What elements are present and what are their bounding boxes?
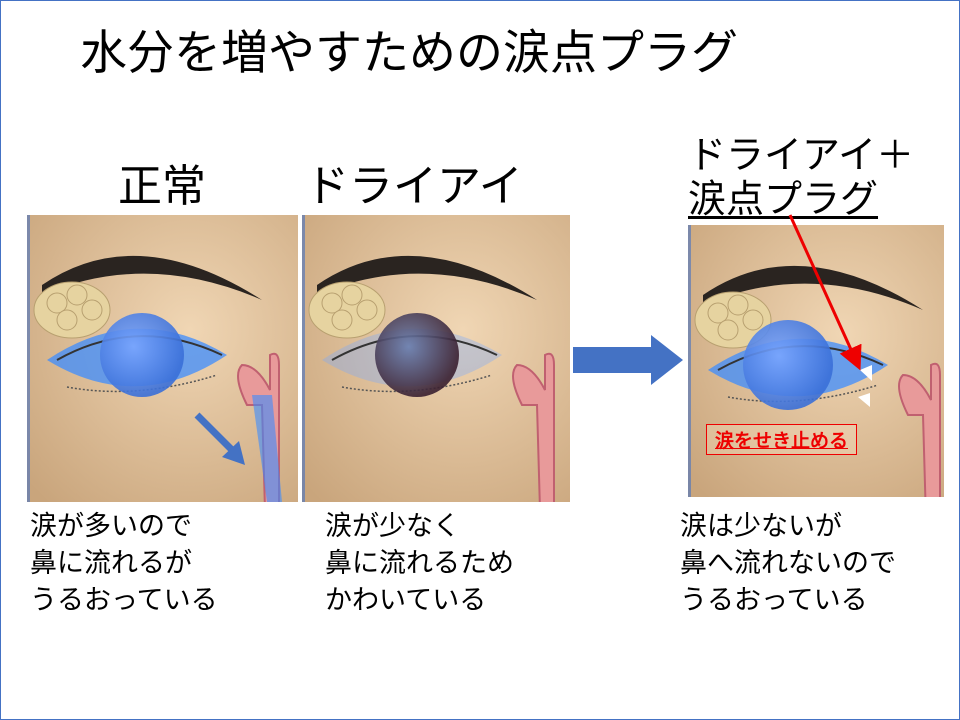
iris [375,313,459,397]
iris [743,320,833,410]
tear-duct [898,362,941,497]
eye-illustration-dry-eye [302,215,570,502]
callout-stop-tears: 涙をせき止める [706,424,858,455]
lacrimal-gland [33,281,111,339]
caption-line: 涙が多いので [30,511,192,542]
caption-line: 鼻に流れるが [30,548,192,579]
caption-line: 鼻へ流れないので [680,548,896,579]
heading-normal: 正常 [118,161,206,212]
right-arrow-icon [573,335,683,385]
heading-dry-eye-plus: ドライアイ＋ [688,133,915,177]
eyebrow [703,265,923,310]
eyebrow [42,255,262,300]
caption-dry-eye: 涙が少なく 鼻に流れるため かわいている [325,508,514,619]
iris [100,313,184,397]
lacrimal-gland [694,291,772,349]
heading-punctal-plug: 涙点プラグ [688,177,879,221]
heading-dry-eye: ドライアイ [305,161,523,212]
caption-line: かわいている [325,585,487,616]
caption-plug: 涙は少ないが 鼻へ流れないので うるおっている [680,508,896,619]
tear-duct [512,352,555,502]
caption-line: うるおっている [30,585,218,616]
eyebrow [317,255,537,300]
eye-illustration-normal [27,215,298,502]
caption-line: 涙が少なく [325,511,460,542]
lacrimal-gland [308,281,386,339]
caption-line: うるおっている [680,585,868,616]
slide-title: 水分を増やすための涙点プラグ [80,26,738,81]
caption-line: 涙は少ないが [680,511,842,542]
eye-illustration-plug [688,225,944,497]
caption-line: 鼻に流れるため [325,548,514,579]
caption-normal: 涙が多いので 鼻に流れるが うるおっている [30,508,218,619]
